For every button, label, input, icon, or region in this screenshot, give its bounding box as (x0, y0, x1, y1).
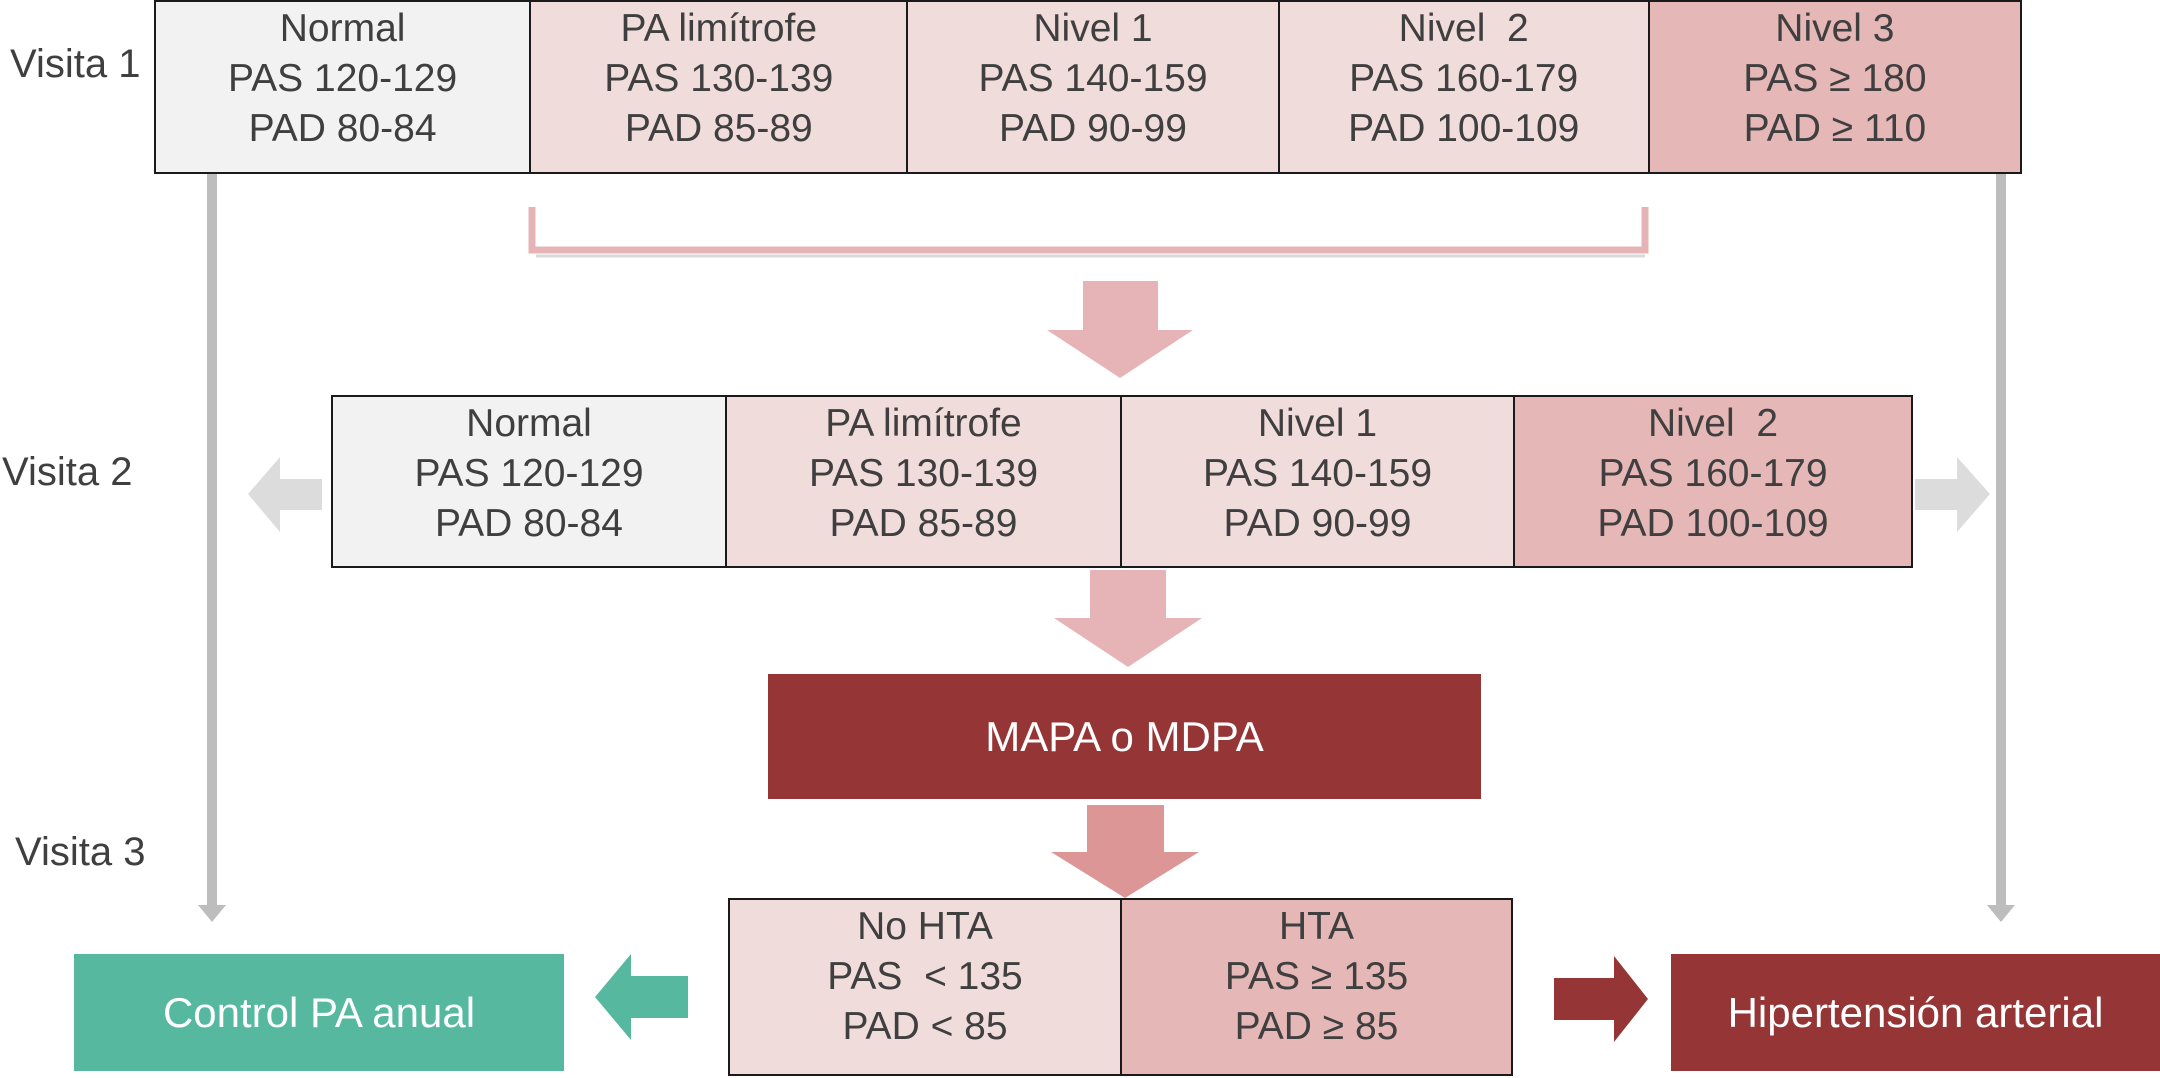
cell-pad: PAD 100-109 (1348, 107, 1580, 150)
visit-2-label: Visita 2 (2, 450, 133, 494)
cell-title: Nivel 1 (1033, 7, 1153, 50)
cell-pas: PAS ≥ 180 (1743, 57, 1927, 100)
hypertension-box: Hipertensión arterial (1671, 954, 2160, 1071)
cell-pas: PAS 160-179 (1349, 57, 1579, 100)
cell-pad: PAD 100-109 (1597, 502, 1829, 545)
cell-title: Normal (279, 7, 406, 50)
left-gray-connector (207, 174, 217, 910)
cell-title: Nivel 1 (1257, 402, 1378, 445)
cell-pad: PAD 90-99 (1223, 502, 1412, 545)
left-teal-arrow-icon (595, 954, 688, 1040)
cell-pad: PAD 80-84 (435, 502, 623, 545)
cell-pad: PAD 90-99 (999, 107, 1187, 150)
cell-title: PA limítrofe (825, 402, 1022, 445)
cell-pas: PAS 140-159 (978, 57, 1208, 100)
cell-title: No HTA (857, 905, 993, 948)
right-red-arrow-icon (1554, 956, 1648, 1042)
right-gray-arrow-icon (1915, 457, 1990, 532)
visit-1-label: Visita 1 (10, 42, 141, 86)
control-annual-box: Control PA anual (74, 954, 564, 1071)
cell-title: Nivel 2 (1647, 402, 1779, 445)
cell-pad: PAD 80-84 (248, 107, 437, 150)
cell-pad: PAD ≥ 110 (1743, 107, 1927, 150)
down-arrow-icon (1051, 805, 1199, 898)
cell-pad: PAD 85-89 (624, 107, 813, 150)
down-arrow-icon (1054, 570, 1202, 667)
cell-pas: PAS < 135 (827, 955, 1023, 998)
right-connector-arrowhead-icon (1987, 905, 2015, 922)
cell-title: Nivel 3 (1775, 7, 1895, 50)
right-gray-connector (1996, 174, 2006, 910)
cell-title: PA limítrofe (620, 7, 818, 50)
visit-3-label: Visita 3 (15, 830, 146, 874)
cell-pad: PAD < 85 (842, 1005, 1008, 1048)
control-annual-label: Control PA anual (162, 988, 476, 1036)
cell-pad: PAD 85-89 (829, 502, 1018, 545)
cell-title: HTA (1278, 905, 1355, 948)
cell-pas: PAS ≥ 135 (1224, 955, 1409, 998)
hypertension-label: Hipertensión arterial (1727, 988, 2104, 1036)
group-bracket (528, 207, 1649, 254)
cell-pas: PAS 120-129 (228, 57, 458, 100)
cell-pas: PAS 160-179 (1598, 452, 1828, 495)
mapa-mdpa-label: MAPA o MDPA (985, 712, 1264, 760)
cell-pas: PAS 120-129 (414, 452, 644, 495)
left-gray-arrow-icon (248, 457, 322, 532)
mapa-mdpa-box: MAPA o MDPA (768, 674, 1481, 799)
cell-title: Nivel 2 (1398, 7, 1529, 50)
cell-title: Normal (466, 402, 592, 445)
cell-pas: PAS 130-139 (808, 452, 1039, 495)
left-connector-arrowhead-icon (198, 905, 226, 922)
cell-pas: PAS 140-159 (1202, 452, 1433, 495)
cell-pad: PAD ≥ 85 (1234, 1005, 1399, 1048)
down-arrow-icon (1047, 281, 1193, 378)
cell-pas: PAS 130-139 (604, 57, 834, 100)
